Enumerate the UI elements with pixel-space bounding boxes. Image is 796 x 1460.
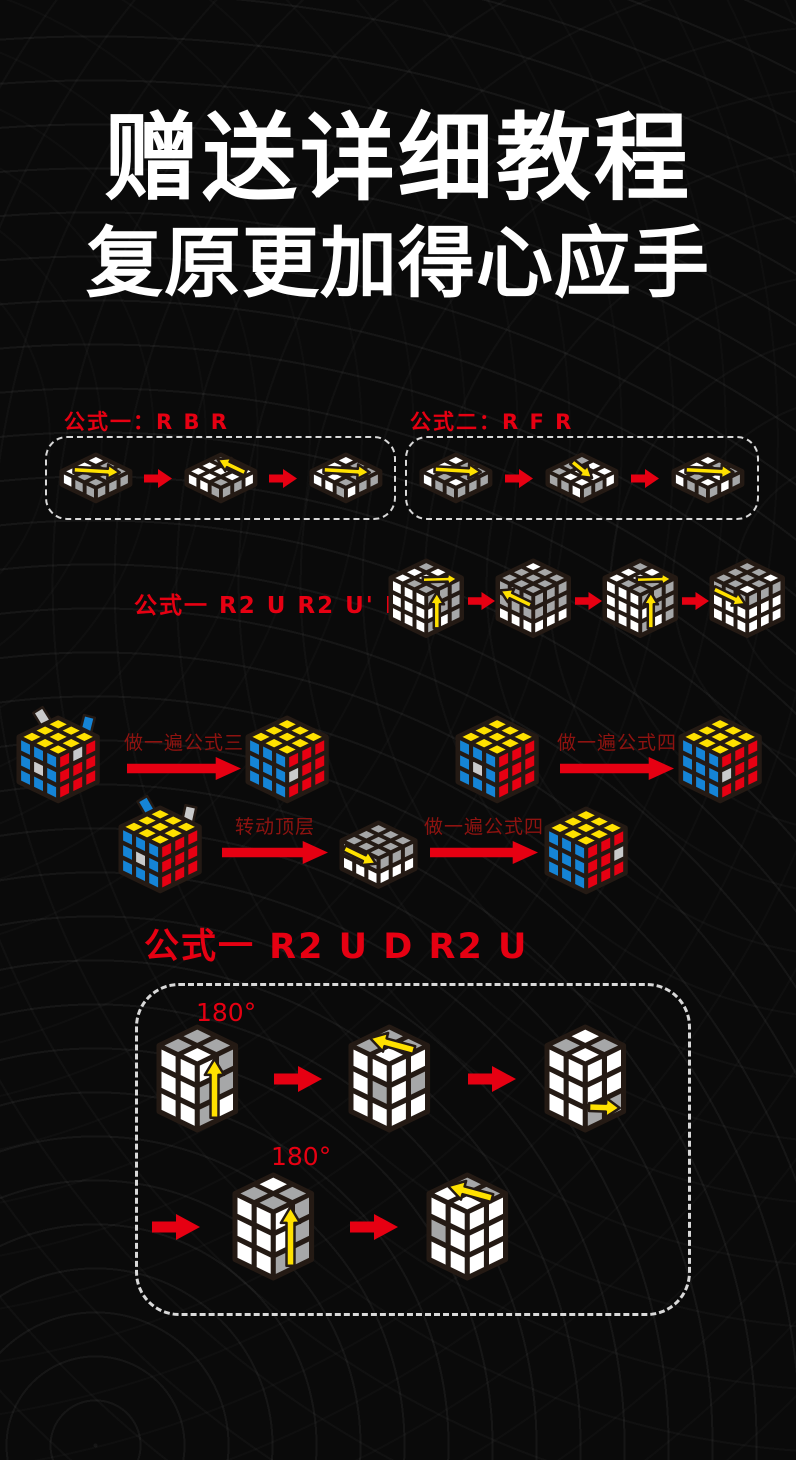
page-subtitle: 复原更加得心应手	[86, 220, 710, 309]
rotation-degree-label: 180°	[196, 998, 257, 1027]
cube-step-icon	[417, 450, 495, 506]
step-do-formula3: 做一遍公式三	[124, 728, 244, 780]
formula1-label: 公式一：R B R	[64, 410, 229, 434]
step-do-formula4: 做一遍公式四	[424, 812, 544, 864]
right-arrow-icon	[274, 1066, 322, 1092]
cube-gray-mid-icon	[337, 818, 421, 892]
right-arrow-icon	[350, 1214, 398, 1240]
step-label: 做一遍公式四	[557, 732, 678, 754]
page-title: 赠送详细教程	[103, 104, 692, 214]
formula3-label: 公式一 R2 U R2 U' R2	[134, 593, 423, 619]
formula4-label: 公式一 R2 U D R2 U	[144, 927, 529, 967]
right-arrow-icon	[127, 757, 241, 780]
cube-colored-start-icon	[116, 788, 205, 896]
cube-step-icon	[543, 450, 621, 506]
cube-step-icon	[493, 556, 574, 641]
right-arrow-icon	[575, 592, 602, 610]
cube-step-icon	[182, 450, 260, 506]
step-turn-top-layer: 转动顶层	[222, 812, 328, 864]
cube-tower-icon	[542, 1022, 629, 1135]
right-arrow-icon	[222, 841, 328, 864]
cube-colored-result-icon	[243, 713, 332, 806]
step-label: 做一遍公式四	[424, 816, 545, 838]
cube-colored-result-icon	[676, 713, 765, 806]
cube-tower-icon	[154, 1022, 241, 1135]
formula2-label: 公式二：R F R	[410, 410, 574, 434]
cube-step-icon	[707, 556, 788, 641]
cube-tower-icon	[424, 1170, 511, 1283]
right-arrow-icon	[269, 468, 297, 488]
cube-step-icon	[57, 450, 135, 506]
right-arrow-icon	[152, 1214, 200, 1240]
step-do-formula4: 做一遍公式四	[557, 728, 677, 780]
right-arrow-icon	[505, 468, 533, 488]
cube-step-icon	[307, 450, 385, 506]
cube-colored-start-icon	[453, 713, 542, 806]
step-label: 做一遍公式三	[124, 732, 245, 754]
right-arrow-icon	[468, 592, 495, 610]
cube-step-icon	[600, 556, 681, 641]
right-arrow-icon	[631, 468, 659, 488]
cube-colored-start-icon	[14, 698, 103, 806]
right-arrow-icon	[430, 841, 538, 864]
right-arrow-icon	[560, 757, 674, 780]
cube-tower-icon	[346, 1022, 433, 1135]
formula4-diagram-box: 180° 180°	[135, 983, 691, 1316]
formula2-diagram-box	[405, 436, 759, 520]
right-arrow-icon	[468, 1066, 516, 1092]
cube-colored-result-icon	[542, 804, 631, 897]
right-arrow-icon	[682, 592, 709, 610]
cube-tower-icon	[230, 1170, 317, 1283]
cube-step-icon	[386, 556, 467, 641]
rotation-degree-label: 180°	[271, 1142, 332, 1171]
formula1-diagram-box	[45, 436, 396, 520]
cube-step-icon	[669, 450, 747, 506]
right-arrow-icon	[144, 468, 172, 488]
step-label: 转动顶层	[234, 816, 315, 838]
